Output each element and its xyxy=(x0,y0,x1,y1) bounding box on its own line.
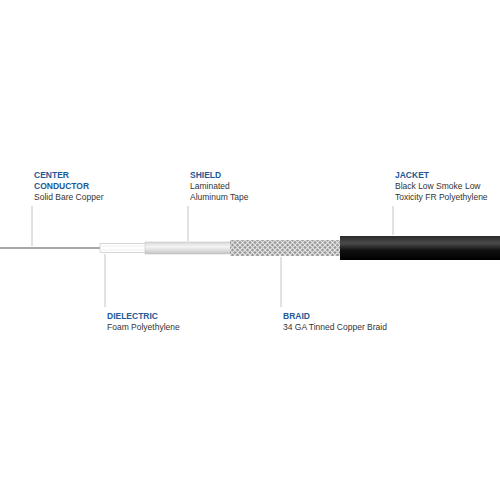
callout-heading: DIELECTRIC xyxy=(107,311,217,322)
center-conductor xyxy=(0,247,110,249)
callout-text: Foam Polyethylene xyxy=(107,322,227,333)
callout-heading: JACKET xyxy=(395,170,495,181)
callout-text: 34 GA Tinned Copper Braid xyxy=(283,322,433,333)
callout-heading: SHIELD xyxy=(190,170,300,181)
callout-heading: CENTER CONDUCTOR xyxy=(34,170,96,192)
aluminum-shield xyxy=(145,242,235,254)
dielectric xyxy=(100,244,150,253)
callout-heading: BRAID xyxy=(283,311,393,322)
copper-braid xyxy=(230,240,345,256)
callout-text: Laminated Aluminum Tape xyxy=(190,181,256,203)
jacket xyxy=(340,236,500,260)
leader-lines xyxy=(32,206,393,307)
callout-text: Solid Bare Copper xyxy=(34,192,144,203)
callout-text: Black Low Smoke Low Toxicity FR Polyethy… xyxy=(395,181,497,203)
